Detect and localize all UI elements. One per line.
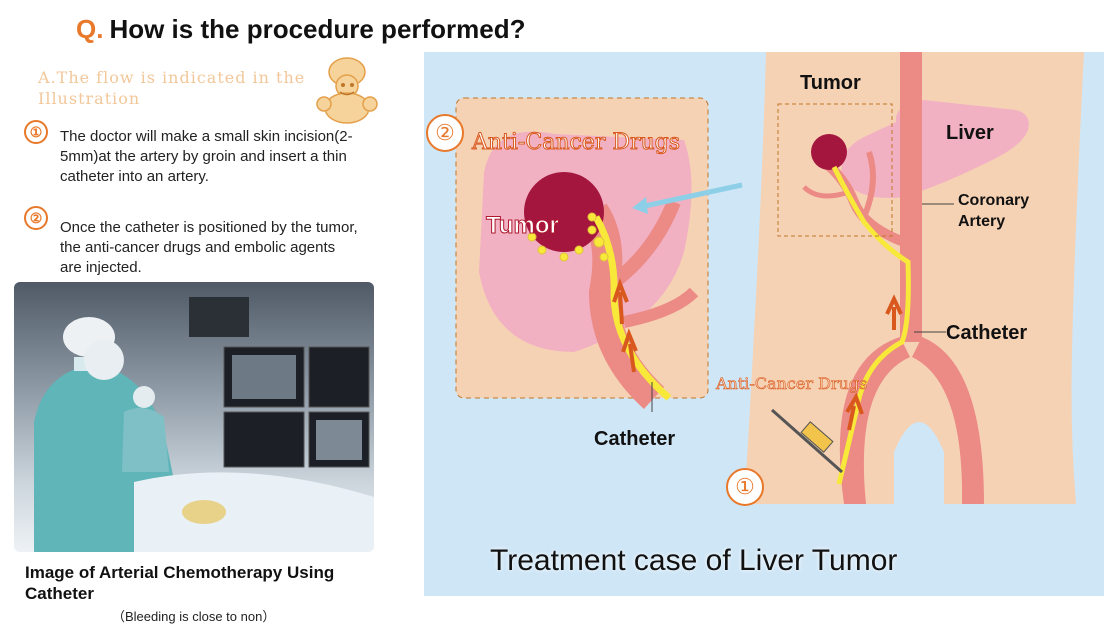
illustration-title: Treatment case of Liver Tumor bbox=[490, 544, 898, 577]
question-text: How is the procedure performed? bbox=[109, 14, 526, 44]
label-anti-cancer-big: Anti-Cancer Drugs bbox=[471, 130, 681, 156]
step-2-badge: ② bbox=[426, 114, 464, 152]
step-2-number: ② bbox=[24, 206, 48, 230]
label-anti-cancer-small: Anti-Cancer Drugs bbox=[716, 374, 868, 394]
label-catheter-right: Catheter bbox=[946, 322, 1028, 344]
tumor-large bbox=[524, 172, 604, 252]
mascot-icon bbox=[316, 57, 378, 124]
procedure-photo bbox=[14, 282, 374, 552]
step-1-text: The doctor will make a small skin incisi… bbox=[60, 128, 353, 185]
label-tumor-top: Tumor bbox=[800, 72, 861, 94]
photo-illustration bbox=[34, 297, 374, 552]
question-mark: Q. bbox=[76, 14, 104, 44]
label-catheter-bottom: Catheter bbox=[594, 428, 676, 450]
syringe-icon bbox=[771, 408, 843, 474]
liver-shape bbox=[841, 100, 1029, 198]
photo-note: （Bleeding is close to non） bbox=[112, 609, 276, 624]
label-coronary-artery: Coronary Artery bbox=[958, 192, 1030, 230]
step-1-badge: ① bbox=[726, 468, 764, 506]
photo-caption: Image of Arterial Chemotherapy Using Cat… bbox=[25, 563, 335, 603]
step-1-number: ① bbox=[24, 120, 48, 144]
aorta bbox=[900, 52, 922, 342]
label-liver: Liver bbox=[946, 122, 994, 144]
illustration-svg bbox=[455, 52, 1084, 504]
step-2-text: Once the catheter is positioned by the t… bbox=[60, 219, 358, 276]
label-tumor-big: Tumor bbox=[486, 212, 560, 240]
question-title: Q.How is the procedure performed? bbox=[76, 14, 526, 45]
illustration-panel: Tumor Liver Coronary Artery Catheter Ant… bbox=[424, 52, 1104, 596]
answer-note: A.The flow is indicated in the Illustrat… bbox=[38, 68, 306, 108]
tumor-small bbox=[811, 134, 847, 170]
catheter-path bbox=[831, 165, 911, 485]
